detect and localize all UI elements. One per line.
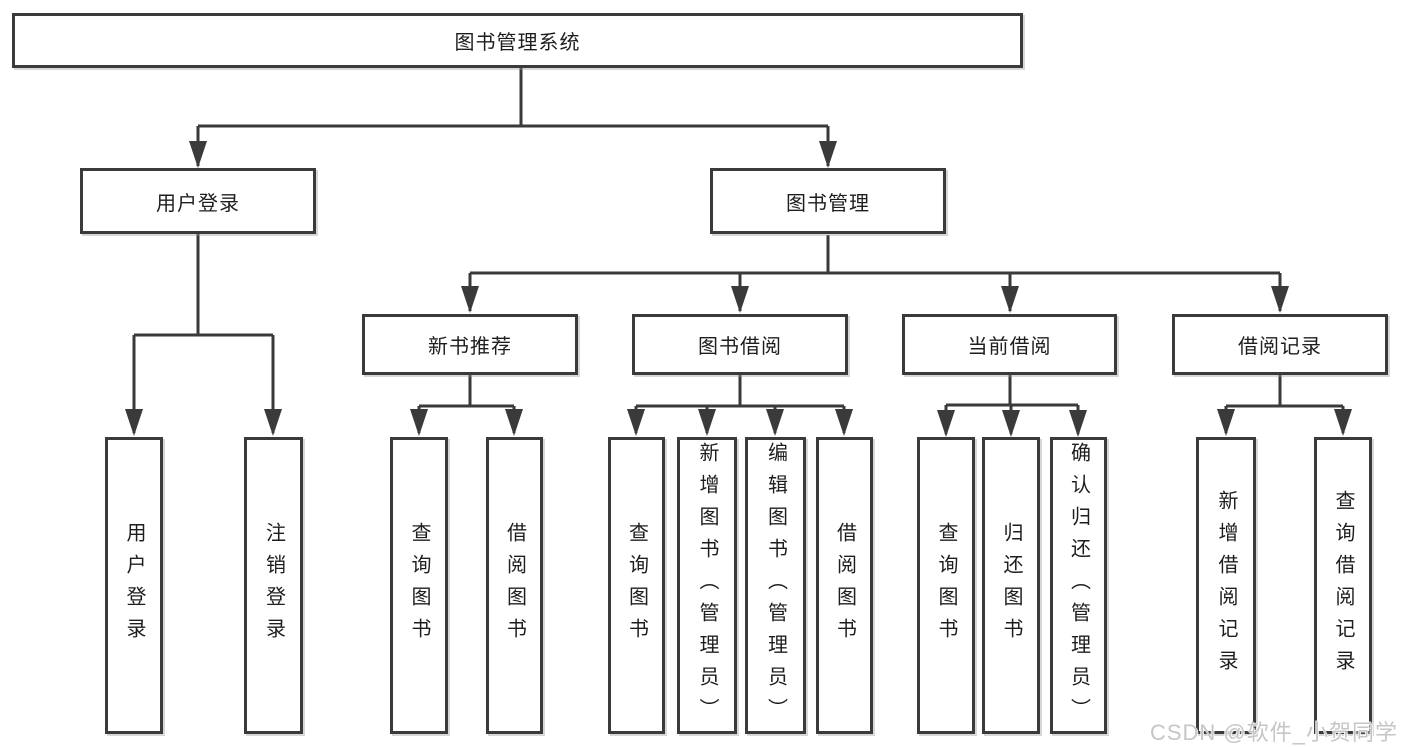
leaf-label: 注销登录 xyxy=(262,521,285,650)
node-user-login: 用户登录 xyxy=(80,168,316,234)
leaf-borrow-query-books: 查询图书 xyxy=(608,437,665,734)
leaf-label: 借阅图书 xyxy=(833,521,856,650)
node-current-borrow: 当前借阅 xyxy=(902,314,1117,375)
leaf-add-borrow-record: 新增借阅记录 xyxy=(1196,437,1256,734)
leaf-query-borrow-record: 查询借阅记录 xyxy=(1314,437,1372,734)
node-book-management: 图书管理 xyxy=(710,168,946,234)
csdn-watermark: CSDN @软件_小贺同学 xyxy=(1149,720,1398,745)
leaf-user-login: 用户登录 xyxy=(105,437,163,734)
leaf-current-query-books: 查询图书 xyxy=(917,437,975,734)
node-new-book-recommend: 新书推荐 xyxy=(362,314,578,375)
leaf-label: 查询图书 xyxy=(408,521,430,650)
leaf-label: 借阅图书 xyxy=(503,521,526,650)
leaf-label: 确认归还（管理员） xyxy=(1067,441,1090,730)
arrowheads xyxy=(125,141,1352,437)
node-borrow-records: 借阅记录 xyxy=(1172,314,1388,375)
leaf-label: 查询图书 xyxy=(935,521,957,650)
leaf-label: 编辑图书（管理员） xyxy=(764,441,787,730)
node-root-system: 图书管理系统 xyxy=(12,13,1023,68)
leaf-logout-login: 注销登录 xyxy=(244,437,303,734)
leaf-label: 新增借阅记录 xyxy=(1215,489,1237,682)
leaf-label: 用户登录 xyxy=(123,521,145,650)
leaf-edit-book-admin: 编辑图书（管理员） xyxy=(745,437,806,734)
leaf-label: 新增图书（管理员） xyxy=(696,441,718,730)
leaf-confirm-return-admin: 确认归还（管理员） xyxy=(1050,437,1107,734)
leaf-add-book-admin: 新增图书（管理员） xyxy=(677,437,737,734)
leaf-label: 查询借阅记录 xyxy=(1332,489,1354,682)
leaf-label: 归还图书 xyxy=(1000,521,1022,650)
node-book-borrow: 图书借阅 xyxy=(632,314,848,375)
leaf-return-book: 归还图书 xyxy=(982,437,1040,734)
leaf-recommend-borrow-books: 借阅图书 xyxy=(486,437,543,734)
leaf-recommend-query-books: 查询图书 xyxy=(390,437,448,734)
leaf-borrow-books: 借阅图书 xyxy=(816,437,873,734)
leaf-label: 查询图书 xyxy=(625,521,648,650)
